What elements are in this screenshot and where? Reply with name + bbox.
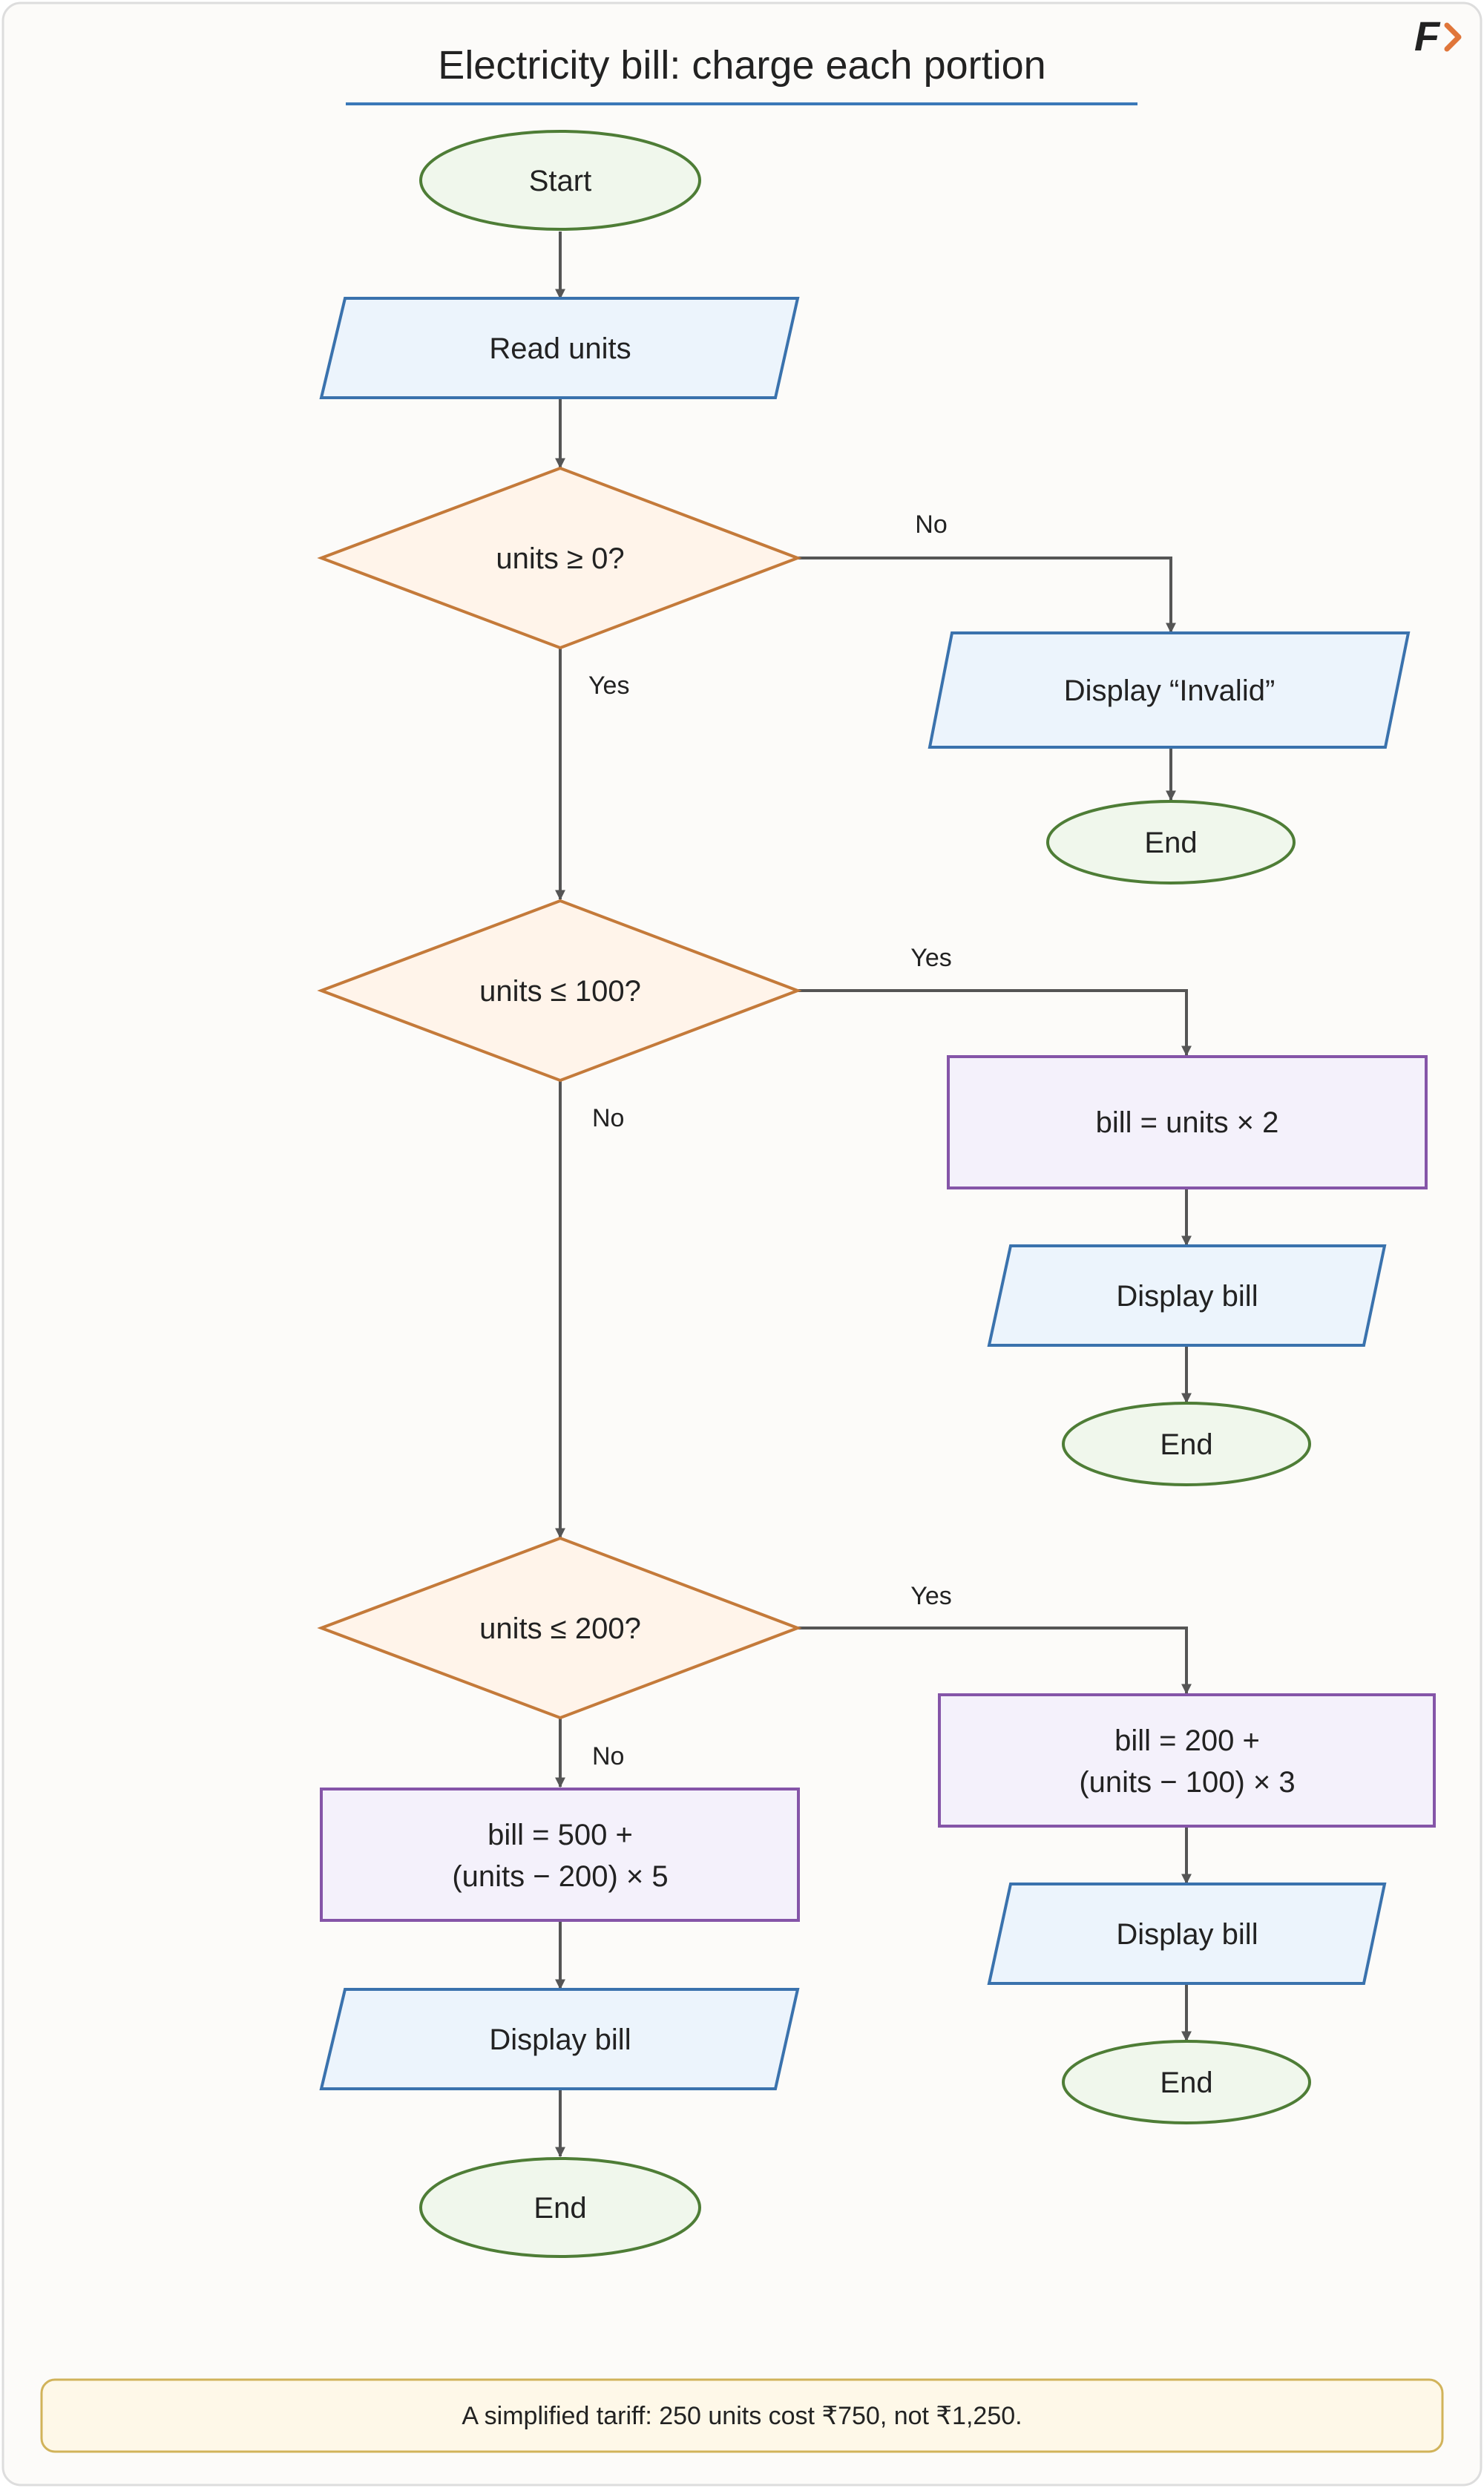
edge-label-nonneg-yes: Yes: [588, 672, 629, 700]
node-label-line-1: bill = 500 +: [487, 1819, 633, 1851]
footnote-text: A simplified tariff: 250 units cost ₹750…: [462, 2402, 1022, 2430]
node-end-3: End: [419, 2157, 701, 2258]
node-label: units ≤ 200?: [479, 1612, 641, 1645]
edge-label-le200-no: No: [592, 1742, 624, 1770]
node-display-invalid: Display “Invalid”: [928, 631, 1411, 749]
node-check-100: units ≤ 100?: [317, 899, 802, 1083]
decision-shape: [317, 1536, 802, 1720]
brand-logo-icon: F: [1414, 13, 1462, 59]
decision-shape: [317, 899, 802, 1083]
process-shape: [320, 1788, 800, 1922]
node-label: Display bill: [1116, 1280, 1258, 1313]
edges: [555, 232, 1192, 2158]
node-label: units ≤ 100?: [479, 975, 641, 1008]
node-label: bill = units × 2: [1096, 1106, 1279, 1139]
page-title: Electricity bill: charge each portion: [438, 43, 1045, 88]
node-label-line-1: bill = 200 +: [1114, 1724, 1260, 1757]
node-bill-tier1: bill = units × 2: [947, 1055, 1428, 1189]
node-label: Start: [529, 165, 591, 197]
edge-le100-yes: [798, 989, 1192, 1057]
node-end-2: End: [1062, 2040, 1311, 2124]
node-start: Start: [419, 130, 701, 231]
node-label: End: [1144, 827, 1197, 859]
process-shape: [947, 1055, 1428, 1189]
node-label: Display bill: [489, 2023, 631, 2056]
footnote-box: A simplified tariff: 250 units cost ₹750…: [40, 2378, 1444, 2453]
edge-label-le100-yes: Yes: [910, 944, 951, 972]
decision-shape: [317, 466, 802, 650]
footnote-background: [40, 2378, 1444, 2453]
io-shape: [319, 297, 800, 399]
io-shape: [987, 1883, 1387, 1985]
node-check-nonneg: units ≥ 0?: [317, 466, 802, 650]
edge-le200-yes: [798, 1627, 1192, 1695]
io-shape: [987, 1244, 1387, 1347]
node-label: Display bill: [1116, 1918, 1258, 1951]
node-label: units ≥ 0?: [496, 542, 624, 575]
node-bill-tier2: bill = 200 + (units − 100) × 3: [938, 1693, 1436, 1828]
node-label: Display “Invalid”: [1064, 674, 1275, 707]
node-label: Read units: [489, 332, 631, 365]
terminal-shape: [419, 2157, 701, 2258]
node-bill-tier3: bill = 500 + (units − 200) × 5: [320, 1788, 800, 1922]
node-check-200: units ≤ 200?: [317, 1536, 802, 1720]
node-label: End: [1160, 2067, 1212, 2099]
node-display-bill-1: Display bill: [987, 1244, 1387, 1347]
edge-label-le200-yes: Yes: [910, 1582, 951, 1610]
logo-letter: F: [1414, 13, 1441, 59]
node-label-line-2: (units − 200) × 5: [452, 1860, 668, 1893]
io-shape: [928, 631, 1411, 749]
terminal-shape: [1062, 1402, 1311, 1486]
node-label-line-2: (units − 100) × 3: [1079, 1766, 1295, 1799]
node-read-units: Read units: [319, 297, 800, 399]
terminal-shape: [1046, 800, 1296, 884]
process-shape: [938, 1693, 1436, 1828]
node-display-bill-3: Display bill: [319, 1988, 800, 2090]
io-shape: [319, 1988, 800, 2090]
node-end-invalid: End: [1046, 800, 1296, 884]
node-label: End: [533, 2192, 586, 2225]
edge-label-le100-no: No: [592, 1104, 624, 1132]
edge-label-nonneg-no: No: [915, 511, 947, 539]
logo-chevron-icon: [1444, 22, 1462, 52]
edge-nonneg-no: [798, 557, 1176, 634]
terminal-shape: [419, 130, 701, 231]
node-end-1: End: [1062, 1402, 1311, 1486]
node-display-bill-2: Display bill: [987, 1883, 1387, 1985]
terminal-shape: [1062, 2040, 1311, 2124]
node-label: End: [1160, 1428, 1212, 1461]
